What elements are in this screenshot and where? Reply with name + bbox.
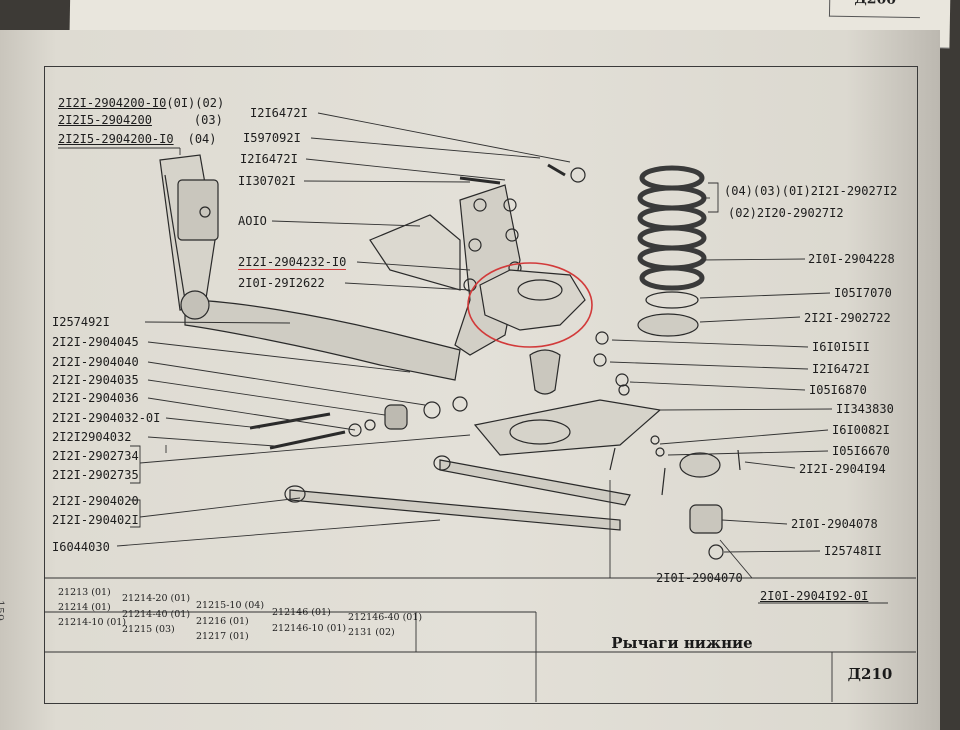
part-label: AOIO [238,214,267,228]
part-label: I257492I [52,315,110,329]
part-label: 2I2I-2902722 [804,311,891,325]
page-frame [44,66,918,704]
part-label: 2I2I-2904032-0I [52,411,161,425]
highlight-circle [467,262,593,348]
part-label: I25748II [824,544,882,558]
model-cell: 21215-10 (04) [196,600,265,611]
part-label: 2I2I-2904I94 [799,462,886,476]
header-ref-1: 2I2I-2904200-I0(0I)(02) [58,96,225,110]
part-label: 2I2I-2904020 [52,494,139,508]
part-label: 2I2I-2904036 [52,391,139,405]
part-label: 2I2I-2902734 [52,449,139,463]
part-label: II30702I [238,174,296,188]
part-label: 2I0I-2904228 [808,252,895,266]
highlighted-part-label: 2I2I-2904232-I0 [238,255,347,270]
catalog-page [0,30,940,730]
part-label: I05I7070 [834,286,892,300]
part-label: 2I0I-2904070 [656,571,743,585]
part-label: 2I2I-2904045 [52,335,139,349]
part-label: I05I6870 [809,383,867,397]
sheet-code: Д210 [847,665,893,683]
part-label: I05I6670 [832,444,890,458]
part-label: (04)(03)(0I)2I2I-29027I2 [724,184,898,198]
part-label: I6044030 [52,540,110,554]
model-cell: 21213 (01) [58,587,111,598]
model-cell: 21216 (01) [196,616,249,627]
part-label: I6I0082I [832,423,890,437]
model-cell: 21214-10 (01) [58,617,127,628]
part-label: (02)2I20-29027I2 [728,206,844,220]
model-cell: 2131 (02) [348,627,395,638]
part-label: I2I6472I [812,362,870,376]
part-label: 2I2I-2904040 [52,355,139,369]
part-label: I6I0I5II [812,340,870,354]
part-label: 2I2I-290402I [52,513,139,527]
header-ref-2: 2I2I5-2904200(03) [58,113,223,127]
header-ref-3: 2I2I5-2904200-I0(04) [58,132,217,146]
part-label: I2I6472I [250,106,308,120]
model-cell: 21214-20 (01) [122,593,191,604]
model-cell: 21214 (01) [58,602,111,613]
part-label: 2I0I-2904078 [791,517,878,531]
part-label: 2I2I-2902735 [52,468,139,482]
model-cell: 212146 (01) [272,607,331,618]
part-label: II343830 [836,402,894,416]
model-cell: 21215 (03) [122,624,175,635]
model-cell: 21214-40 (01) [122,609,191,620]
part-label: 2I2I2904032 [52,430,132,444]
part-label: 2I2I-2904035 [52,373,139,387]
part-label: 2I0I-2904I92-0I [760,589,869,603]
sheet-title: Рычаги нижние [611,634,753,652]
part-label: 2I0I-29I2622 [238,276,325,290]
part-label: I2I6472I [240,152,298,166]
model-cell: 212146-10 (01) [272,623,347,634]
part-label: I597092I [243,131,301,145]
model-cell: 21217 (01) [196,631,249,642]
model-cell: 212146-40 (01) [348,612,423,623]
